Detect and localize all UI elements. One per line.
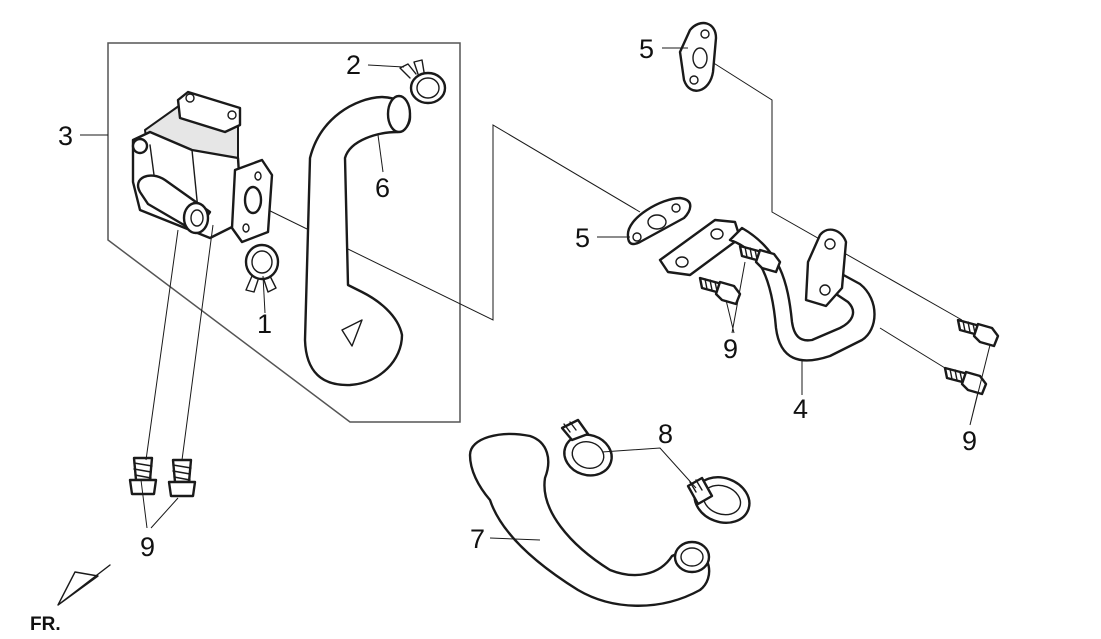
front-direction-label: FR.: [30, 614, 61, 635]
valve-assembly: [131, 90, 274, 244]
bolt-left-b: [167, 458, 197, 498]
leader-1: [262, 275, 266, 314]
callout-2: 2: [346, 50, 361, 80]
callout-9-left: 9: [140, 532, 155, 562]
callout-5-top: 5: [639, 34, 654, 64]
bolt-left-a: [128, 456, 158, 496]
air-pipe: [658, 218, 876, 362]
callout-1: 1: [257, 309, 272, 339]
callout-9-middle: 9: [723, 334, 738, 364]
callout-9-right: 9: [962, 426, 977, 456]
leader-8: [601, 447, 697, 489]
front-direction-arrow: [57, 564, 111, 606]
bolt-pipe-upper: [738, 244, 782, 274]
reference-line-valve-to-pipe: [257, 124, 641, 321]
hose-clamp-large-right: [686, 476, 751, 524]
bolt-right-upper: [956, 318, 1000, 348]
reference-line-pipe-to-bolt: [879, 327, 946, 369]
callout-8: 8: [658, 419, 673, 449]
leader-2: [367, 64, 405, 68]
callout-7: 7: [470, 524, 485, 554]
gasket-top: [678, 21, 718, 92]
callout-6: 6: [375, 173, 390, 203]
intake-hose: [468, 432, 711, 607]
hose-clamp-small-top: [399, 59, 447, 105]
hose-clamp-small-bottom: [244, 243, 280, 293]
leader-6: [377, 134, 384, 173]
hose-clamp-large-left: [560, 418, 613, 477]
leader-7: [489, 537, 541, 541]
leader-9b: [725, 261, 746, 334]
bolt-pipe-lower: [698, 276, 742, 306]
leader-9c: [969, 344, 991, 426]
bolt-right-lower: [943, 366, 988, 396]
callout-4: 4: [793, 394, 808, 424]
assembly-frame: [107, 42, 461, 423]
gasket-middle: [626, 196, 692, 246]
leader-9a: [140, 224, 214, 529]
callout-3: 3: [58, 121, 73, 151]
reference-line-gasket-to-bolts: [711, 61, 963, 321]
callout-5-middle: 5: [575, 223, 590, 253]
air-hose: [303, 94, 412, 387]
